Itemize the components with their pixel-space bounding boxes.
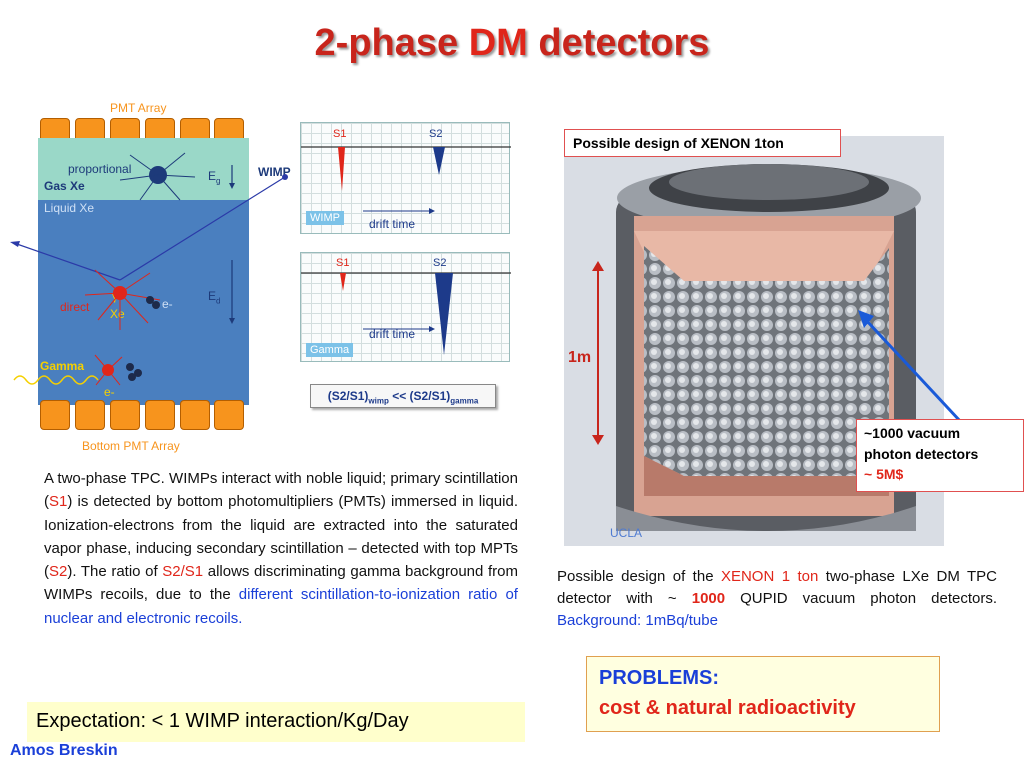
wimp-tag: WIMP — [306, 211, 344, 225]
problems-box — [586, 656, 940, 732]
gamma-label: Gamma — [40, 359, 85, 373]
ucla-label: UCLA — [610, 526, 643, 540]
bottom-pmt — [110, 400, 140, 430]
author-label: Amos Breskin — [10, 742, 118, 759]
gas-xe-region — [38, 138, 249, 200]
expectation-box — [27, 702, 525, 742]
photon-detectors-box — [856, 419, 1024, 492]
problems-title: PROBLEMS: — [599, 667, 719, 689]
bottom-pmt — [40, 400, 70, 430]
gamma-s2-label: S2 — [433, 257, 447, 269]
bottom-pmt — [145, 400, 175, 430]
gamma-signal-panel: S1 S2 drift time Gamma — [300, 252, 511, 362]
gamma-s1-label: S1 — [336, 257, 350, 269]
liquid-xe-region — [38, 200, 249, 405]
gamma-tag: Gamma — [306, 343, 354, 357]
tpc-description: A two-phase TPC. WIMPs interact with nob… — [44, 470, 518, 627]
wimp-signal-panel: S1 S2 drift time WIMP — [300, 122, 511, 234]
tpc-diagram: PMT Array Bottom PMT Array proportional … — [0, 95, 300, 460]
e-minus-label: e- — [162, 297, 173, 311]
xenon-description: Possible design of the XENON 1 ton two-p… — [557, 568, 998, 629]
photon-detectors-line1: ~1000 vacuum — [864, 425, 961, 441]
wimp-signal-svg — [301, 146, 511, 214]
slide-title: 2-phase DM detectors — [314, 22, 710, 64]
pmt-array-label: PMT Array — [110, 101, 167, 115]
expectation-text: Expectation: < 1 WIMP interaction/Kg/Day — [36, 710, 409, 732]
ed-label: Ed — [208, 289, 221, 306]
xenon-design-title: Possible design of XENON 1ton — [573, 135, 784, 151]
bottom-pmt-array-label: Bottom PMT Array — [82, 439, 180, 453]
wimp-s1-label: S1 — [333, 128, 347, 140]
bottom-pmt — [214, 400, 244, 430]
gamma-signal-svg — [301, 272, 511, 355]
tpc-overlay-svg — [10, 152, 288, 386]
ratio-box: (S2/S1)wimp << (S2/S1)gamma — [310, 384, 496, 408]
photon-detectors-line3: ~ 5M$ — [864, 466, 904, 482]
direct-label: direct — [60, 300, 90, 314]
gas-xe-label: Gas Xe — [44, 179, 85, 193]
xenon-cryostat-svg — [616, 164, 921, 531]
bottom-pmt — [75, 400, 105, 430]
xe-label: Xe — [110, 307, 125, 321]
problems-text: cost & natural radioactivity — [599, 697, 856, 719]
xenon-design-figure: 1m UCLA — [564, 136, 976, 546]
xenon-design-title-box — [564, 129, 841, 157]
scale-label: 1m — [568, 349, 592, 367]
scale-arrow-svg — [592, 261, 604, 445]
wimp-drift-label: drift time — [369, 217, 416, 231]
gamma-drift-label: drift time — [369, 327, 416, 341]
e-minus-bottom-label: e- — [104, 385, 115, 399]
liquid-xe-label: Liquid Xe — [44, 201, 95, 215]
proportional-label: proportional — [68, 162, 132, 176]
wimp-s2-label: S2 — [429, 128, 443, 140]
bottom-pmt — [180, 400, 210, 430]
photon-detectors-line2: photon detectors — [864, 446, 979, 462]
eg-label: Eg — [208, 169, 221, 186]
pointer-arrow-svg — [858, 310, 976, 438]
